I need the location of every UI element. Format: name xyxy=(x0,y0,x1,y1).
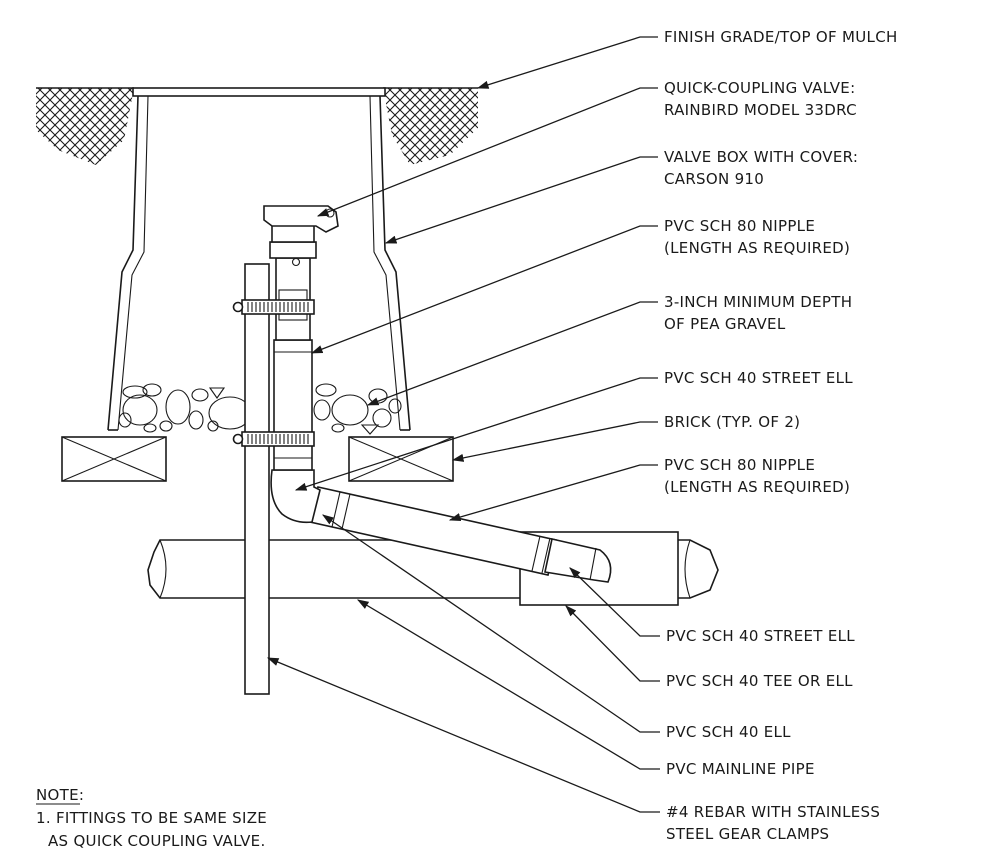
gear-clamp-upper xyxy=(232,299,315,315)
street-ell-lower xyxy=(544,538,612,583)
leader-lines xyxy=(266,36,660,813)
valve-box xyxy=(107,87,411,431)
leader-finish-grade xyxy=(476,36,658,89)
leader-mainline-pipe xyxy=(356,599,660,770)
leader-valve-box xyxy=(384,156,658,244)
callout-brick: BRICK (TYP. OF 2) xyxy=(664,413,800,431)
callout-street-ell-upper: PVC SCH 40 STREET ELL xyxy=(664,369,853,387)
leader-street-ell-upper xyxy=(294,377,658,491)
note-item-1-line-1: 1. FITTINGS TO BE SAME SIZE xyxy=(36,809,267,827)
note-item-1-line-2: AS QUICK COUPLING VALVE. xyxy=(48,832,266,850)
callout-tee-or-ell: PVC SCH 40 TEE OR ELL xyxy=(666,672,853,690)
brick-left xyxy=(61,436,167,482)
soil-hatch xyxy=(36,87,478,165)
rebar xyxy=(244,263,270,695)
leader-brick xyxy=(451,421,658,462)
leader-quick-coupling-valve xyxy=(316,87,658,217)
callout-quick-coupling-valve: QUICK-COUPLING VALVE:RAINBIRD MODEL 33DR… xyxy=(664,79,857,119)
note-block: NOTE: 1. FITTINGS TO BE SAME SIZE AS QUI… xyxy=(36,786,267,850)
riser-ell xyxy=(270,469,321,524)
leader-street-ell-lower xyxy=(569,567,660,637)
leader-rebar xyxy=(266,657,660,813)
pea-gravel xyxy=(118,382,402,435)
callout-street-ell-lower: PVC SCH 40 STREET ELL xyxy=(666,627,855,645)
leader-pea-gravel xyxy=(366,301,658,406)
riser-assembly xyxy=(263,205,339,471)
leader-tee-or-ell xyxy=(565,605,660,682)
note-heading: NOTE: xyxy=(36,786,84,804)
callout-finish-grade: FINISH GRADE/TOP OF MULCH xyxy=(664,28,898,46)
callout-mainline-pipe: PVC MAINLINE PIPE xyxy=(666,760,815,778)
callout-valve-box: VALVE BOX WITH COVER:CARSON 910 xyxy=(664,148,858,188)
leader-nipple-lower xyxy=(448,464,658,522)
callout-ell: PVC SCH 40 ELL xyxy=(666,723,791,741)
leader-ell xyxy=(322,514,660,733)
leader-nipple-upper xyxy=(310,225,658,354)
gear-clamp-lower xyxy=(232,431,315,447)
callout-nipple-lower: PVC SCH 80 NIPPLE(LENGTH AS REQUIRED) xyxy=(664,456,850,496)
callout-nipple-upper: PVC SCH 80 NIPPLE(LENGTH AS REQUIRED) xyxy=(664,217,850,257)
callout-labels: FINISH GRADE/TOP OF MULCH QUICK-COUPLING… xyxy=(664,28,898,843)
